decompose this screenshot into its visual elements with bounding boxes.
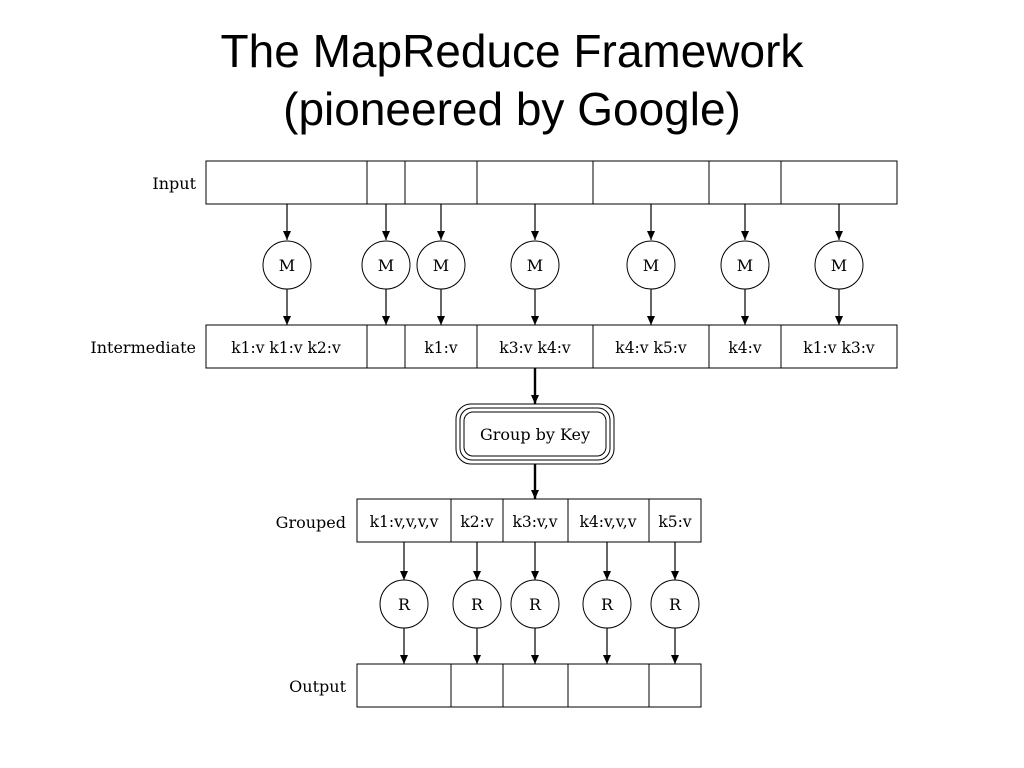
reduce-node-label: R bbox=[669, 595, 682, 614]
map-node-label: M bbox=[279, 256, 295, 275]
output-cell bbox=[567, 663, 650, 708]
intermediate-cell-text: k1:v k3:v bbox=[803, 339, 875, 357]
reduce-to-output-arrows bbox=[400, 628, 679, 664]
reduce-node-label: R bbox=[398, 595, 411, 614]
grouped-row: k1:v,v,v,v k2:v k3:v,v k4:v,v,v k5:v bbox=[356, 498, 702, 543]
grouped-cell-text: k5:v bbox=[658, 513, 691, 531]
map-node: M bbox=[416, 240, 466, 290]
intermediate-cell-text: k1:v k1:v k2:v bbox=[231, 339, 341, 357]
title-line-2: (pioneered by Google) bbox=[283, 83, 741, 135]
map-node-label: M bbox=[643, 256, 659, 275]
group-by-key-box: Group by Key bbox=[455, 403, 615, 465]
map-nodes: M M M M M M M bbox=[262, 240, 864, 290]
reduce-node-label: R bbox=[529, 595, 542, 614]
intermediate-row-label: Intermediate bbox=[90, 338, 196, 357]
grouped-cell bbox=[450, 498, 504, 543]
intermediate-cell-text: k1:v bbox=[424, 339, 457, 357]
grouped-cell-text: k3:v,v bbox=[512, 513, 557, 531]
input-cell bbox=[780, 160, 898, 205]
intermediate-cell bbox=[366, 324, 406, 369]
map-node: M bbox=[361, 240, 411, 290]
grouped-cell-text: k2:v bbox=[460, 513, 493, 531]
input-row-label: Input bbox=[152, 174, 196, 193]
intermediate-cell-text: k3:v k4:v bbox=[499, 339, 571, 357]
output-row-label: Output bbox=[289, 677, 346, 696]
grouped-cell bbox=[648, 498, 702, 543]
intermediate-cell bbox=[708, 324, 782, 369]
input-cell bbox=[476, 160, 594, 205]
output-cell bbox=[450, 663, 504, 708]
map-node: M bbox=[262, 240, 312, 290]
map-node: M bbox=[814, 240, 864, 290]
grouped-cell bbox=[567, 498, 650, 543]
reduce-node: R bbox=[582, 579, 632, 629]
map-to-intermediate-arrows bbox=[283, 289, 843, 325]
map-node: M bbox=[510, 240, 560, 290]
input-cell bbox=[404, 160, 478, 205]
reduce-node: R bbox=[379, 579, 429, 629]
map-node-label: M bbox=[527, 256, 543, 275]
reduce-node: R bbox=[650, 579, 700, 629]
reduce-node: R bbox=[510, 579, 560, 629]
intermediate-cell bbox=[476, 324, 594, 369]
map-node-label: M bbox=[737, 256, 753, 275]
grouped-to-reduce-arrows bbox=[400, 542, 679, 580]
input-cell bbox=[205, 160, 368, 205]
input-row bbox=[205, 160, 898, 205]
intermediate-cell bbox=[592, 324, 710, 369]
input-to-map-arrows bbox=[283, 204, 843, 240]
reduce-node-label: R bbox=[601, 595, 614, 614]
reduce-node: R bbox=[452, 579, 502, 629]
output-row bbox=[356, 663, 702, 708]
map-node: M bbox=[626, 240, 676, 290]
input-cell bbox=[592, 160, 710, 205]
intermediate-cell bbox=[205, 324, 368, 369]
reduce-node-label: R bbox=[471, 595, 484, 614]
grouped-cell-text: k4:v,v,v bbox=[580, 513, 637, 531]
group-by-key-label: Group by Key bbox=[480, 425, 590, 444]
reduce-nodes: R R R R R bbox=[379, 579, 700, 629]
grouped-cell-text: k1:v,v,v,v bbox=[370, 513, 439, 531]
output-cell bbox=[502, 663, 569, 708]
input-cell bbox=[708, 160, 782, 205]
input-cell bbox=[366, 160, 406, 205]
intermediate-cell-text: k4:v bbox=[728, 339, 761, 357]
intermediate-cell bbox=[780, 324, 898, 369]
output-cell bbox=[648, 663, 702, 708]
title-line-1: The MapReduce Framework bbox=[220, 25, 804, 77]
map-node-label: M bbox=[433, 256, 449, 275]
grouped-cell bbox=[356, 498, 452, 543]
output-cell bbox=[356, 663, 452, 708]
map-node-label: M bbox=[831, 256, 847, 275]
grouped-row-label: Grouped bbox=[276, 513, 346, 532]
map-node: M bbox=[720, 240, 770, 290]
slide-title: The MapReduce Framework (pioneered by Go… bbox=[0, 22, 1024, 138]
intermediate-cell-text: k4:v k5:v bbox=[615, 339, 687, 357]
map-node-label: M bbox=[378, 256, 394, 275]
intermediate-cell bbox=[404, 324, 478, 369]
intermediate-row: k1:v k1:v k2:v k1:v k3:v k4:v k4:v k5:v … bbox=[205, 324, 898, 369]
